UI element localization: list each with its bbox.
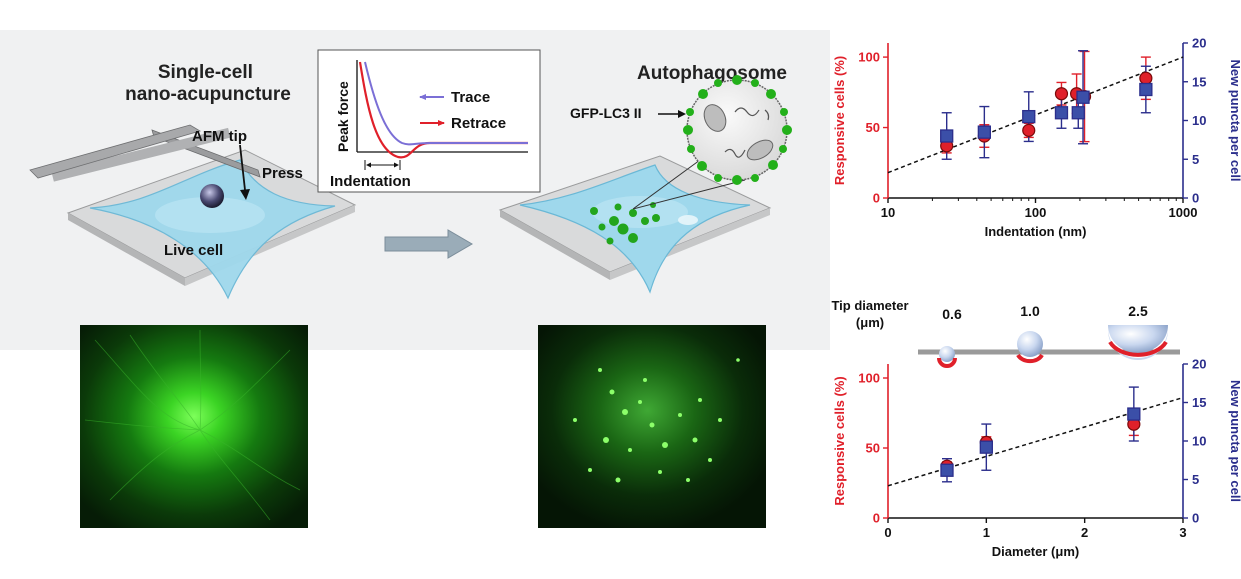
y-tick-label-right: 15 [1192,395,1206,410]
inset-xlabel: Indentation [330,173,411,190]
x-tick-label: 10 [881,205,895,220]
legend-trace: Trace [451,89,490,106]
y-tick-label-right: 0 [1192,191,1199,206]
left-title: Single-cell nano-acupuncture [125,62,291,105]
live-cell-label: Live cell [164,242,223,259]
y-tick-label-right: 20 [1192,36,1206,51]
micrograph-control [80,325,308,528]
y-axis-label-left: Responsive cells (%) [832,376,847,505]
y-axis-label-right: New puncta per cell [1228,380,1241,502]
schematic-panel: Single-cell nano-acupuncture AFM tip Pre… [0,30,830,528]
x-axis-label: Indentation (nm) [985,224,1087,239]
press-arrow [239,144,250,200]
press-label: Press [262,165,303,182]
afm-cantilever [29,124,261,182]
data-square [1022,109,1036,124]
tip-diameter-unit: (μm) [856,315,884,330]
autophagosome-vesicle [683,75,792,185]
gfp-arrow [658,110,686,118]
y-tick-label-left: 0 [873,191,880,206]
gfp-label: GFP-LC3 II [570,105,642,121]
process-arrow [384,229,473,259]
y-tick-label-left: 50 [866,441,880,456]
y-tick-label-left: 50 [866,120,880,135]
fit-line [887,56,1184,174]
y-axis-label-left: Responsive cells (%) [832,56,847,185]
trace-curve [364,61,528,146]
data-square [1139,82,1153,97]
y-tick-label-right: 0 [1192,511,1199,526]
autophagosome-dots [590,202,660,245]
x-tick-label: 1000 [1169,205,1198,220]
y-tick-label-left: 0 [873,511,880,526]
data-square [1071,106,1085,120]
y-tick-label-left: 100 [858,371,880,386]
tip-diameter-scheme: Tip diameter (μm) 0.6 1.0 2.5 [831,298,1180,368]
force-curve-inset: Peak force Indentation Trace Retrace [317,49,541,193]
tip-diameter-label: Tip diameter [831,298,908,313]
tip-value-1: 1.0 [1020,303,1040,319]
zoom-line-1 [632,159,701,210]
micrograph-treated [538,325,766,528]
fit-line [887,396,1184,487]
y-tick-label-right: 5 [1192,472,1199,487]
y-tick-label-right: 15 [1192,74,1206,89]
x-axis-label: Diameter (μm) [992,544,1079,559]
x-tick-label: 1 [983,525,990,540]
data-square [979,440,993,454]
inset-ylabel: Peak force [335,81,351,152]
y-tick-label-right: 10 [1192,434,1206,449]
retrace-curve [358,61,528,159]
tip-value-2: 2.5 [1128,303,1148,319]
data-square [940,463,954,477]
legend-retrace: Retrace [451,115,506,132]
zoom-line-2 [632,179,746,210]
y-tick-label-right: 20 [1192,357,1206,372]
x-tick-label: 2 [1081,525,1088,540]
data-square [1054,106,1069,120]
right-live-cell [519,164,751,294]
y-tick-label-right: 5 [1192,152,1199,167]
x-tick-label: 100 [1025,205,1047,220]
x-tick-label: 3 [1179,525,1186,540]
afm-tip-label: AFM tip [192,128,247,145]
y-axis-label-right: New puncta per cell [1228,59,1241,181]
y-tick-label-right: 10 [1192,113,1206,128]
afm-bead [200,184,224,208]
right-title: Autophagosome [637,63,787,84]
data-circle [1139,71,1153,85]
data-square [1076,90,1090,104]
data-square [1127,407,1141,421]
tip-value-0: 0.6 [942,306,962,322]
data-circle [1054,87,1069,101]
data-square [977,125,991,139]
data-circle [1022,123,1036,137]
x-tick-label: 0 [884,525,891,540]
data-square [940,129,954,143]
y-tick-label-left: 100 [858,50,880,65]
